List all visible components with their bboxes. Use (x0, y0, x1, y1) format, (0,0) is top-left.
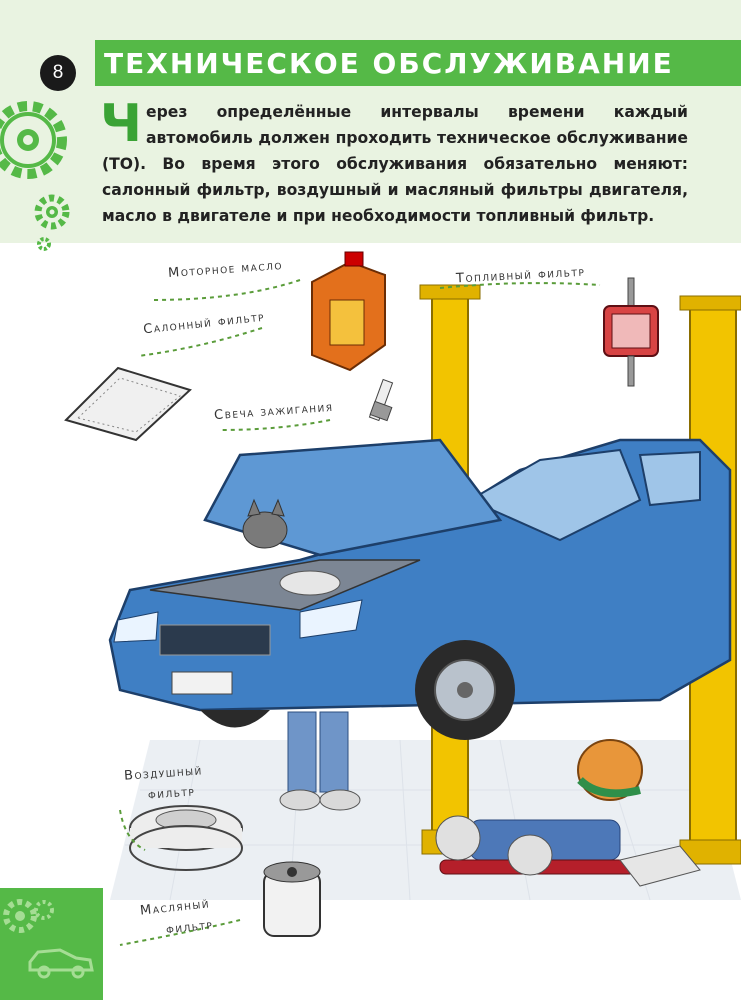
page-title: ТЕХНИЧЕСКОЕ ОБСЛУЖИВАНИЕ (104, 47, 674, 80)
page-number: 8 (40, 55, 76, 91)
car (108, 438, 732, 740)
car-icon (28, 948, 94, 979)
gear-icon (34, 194, 70, 230)
fuel-filter (603, 277, 659, 387)
gear-icon (37, 237, 51, 251)
intro-dropcap: Ч (100, 94, 143, 154)
cat-under-hood (242, 498, 288, 549)
footer-decor (3, 899, 94, 979)
gear-icon (0, 101, 67, 179)
gear-icon (3, 899, 37, 933)
motor-oil-can (311, 251, 386, 372)
mechanic-legs (279, 711, 361, 811)
tool-tray (619, 845, 701, 887)
footer-strip (0, 888, 103, 1000)
cabin-filter (64, 366, 192, 442)
cat-mechanic (435, 739, 661, 876)
gear-icon (34, 900, 54, 920)
garage-illustration (64, 251, 741, 946)
oil-filter (263, 861, 321, 937)
spark-plug (368, 378, 394, 422)
intro-text: ерез определённые интервалы времени кажд… (102, 103, 688, 225)
title-bar (95, 40, 741, 86)
air-filter (129, 805, 243, 871)
label-arrows (119, 279, 601, 946)
